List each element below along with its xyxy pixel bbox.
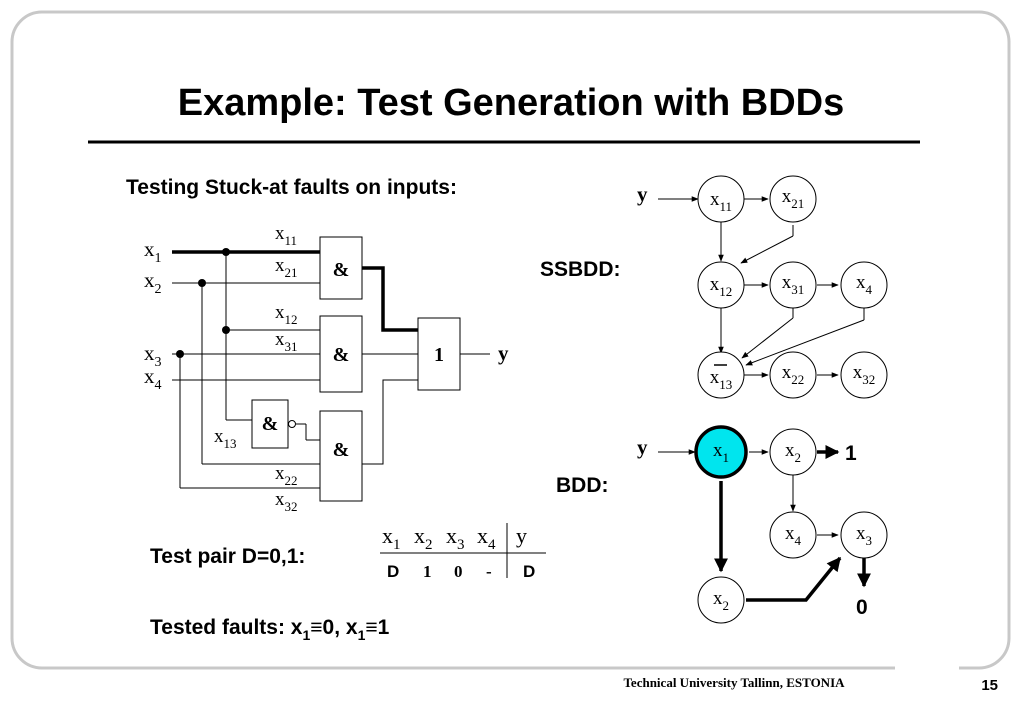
- test-table: x1 x2 x3 x4 y D 1 0 - D: [380, 523, 546, 581]
- bdd-terminal-0: 0: [856, 596, 868, 619]
- ssbdd-node-x4: x4: [856, 272, 873, 297]
- bdd-node-x1-highlighted: [694, 425, 748, 479]
- test-pair-label: Test pair D=0,1:: [150, 545, 305, 568]
- and-gate-1: [319, 236, 363, 300]
- logic-circuit: [172, 236, 490, 502]
- or-gate: [417, 317, 461, 391]
- input-label-x3: x3: [144, 341, 162, 370]
- table-value-x1: D: [387, 562, 399, 581]
- input-label-x2: x2: [144, 268, 162, 297]
- footer-text: Technical University Tallinn, ESTONIA: [623, 675, 845, 690]
- gate-symbol-and: &: [333, 344, 350, 366]
- branch-label-x12: x12: [275, 302, 298, 327]
- table-header-x2: x2: [414, 523, 433, 553]
- bdd-nodes: [697, 428, 888, 624]
- bdd-node-x3: x3: [856, 523, 872, 548]
- gate-symbol-nand: &: [262, 413, 279, 435]
- nand-gate: [251, 399, 289, 449]
- table-value-y: D: [523, 562, 535, 581]
- junction-dot: [176, 350, 184, 358]
- ssbdd-node-x32: x32: [853, 362, 876, 387]
- junction-dot: [198, 279, 206, 287]
- table-header-y: y: [516, 523, 527, 548]
- bdd-node-x4: x4: [785, 523, 802, 548]
- junction-dot: [222, 248, 230, 256]
- bdd-terminal-1: 1: [845, 442, 857, 465]
- ssbdd-node-x31: x31: [782, 272, 805, 297]
- and-gate-3: [319, 410, 363, 502]
- branch-label-x21: x21: [275, 255, 298, 280]
- ssbdd-edges: [718, 196, 865, 378]
- bdd-root-y: y: [637, 435, 648, 459]
- ssbdd-node-x22: x22: [782, 362, 805, 387]
- bdd-label: BDD:: [556, 474, 609, 497]
- table-header-x1: x1: [382, 523, 401, 553]
- subtitle: Testing Stuck-at faults on inputs:: [126, 176, 457, 199]
- ssbdd-root-y: y: [637, 182, 648, 206]
- branch-label-x13: x13: [214, 426, 237, 451]
- ssbdd-node-x21: x21: [782, 186, 805, 211]
- branch-label-x31: x31: [275, 329, 298, 354]
- circuit-output-label: y: [498, 341, 509, 365]
- table-header-x3: x3: [446, 523, 465, 553]
- table-header-x4: x4: [477, 523, 496, 553]
- bdd-node-x1: x1: [713, 440, 729, 465]
- slide-title: Example: Test Generation with BDDs: [178, 82, 845, 124]
- ssbdd-label: SSBDD:: [540, 258, 621, 281]
- ssbdd-node-x11: x11: [710, 189, 732, 214]
- page-number: 15: [981, 677, 998, 694]
- tested-faults: Tested faults: x1≡0, x1≡1: [150, 616, 390, 643]
- gate-symbol-and: &: [333, 439, 350, 461]
- table-value-x2: 1: [423, 562, 432, 581]
- table-value-x4: -: [486, 562, 492, 581]
- branch-label-x11: x11: [275, 223, 297, 248]
- bdd-node-x2: x2: [785, 440, 801, 465]
- ssbdd-nodes: [697, 175, 888, 399]
- inverter-bubble: [288, 420, 296, 428]
- bdd-edges: [714, 445, 871, 602]
- slide-frame: [10, 10, 1011, 670]
- junction-dot: [222, 326, 230, 334]
- gate-symbol-or: 1: [434, 344, 444, 366]
- input-label-x4: x4: [144, 364, 162, 393]
- branch-label-x22: x22: [275, 463, 298, 488]
- branch-label-x32: x32: [275, 489, 298, 514]
- input-label-x1: x1: [144, 237, 162, 266]
- ssbdd-node-x12: x12: [710, 274, 733, 299]
- ssbdd-node-x13-inverted: x13: [710, 367, 733, 392]
- bdd-node-x2-lower: x2: [713, 588, 729, 613]
- table-value-x3: 0: [454, 562, 463, 581]
- gate-symbol-and: &: [333, 259, 350, 281]
